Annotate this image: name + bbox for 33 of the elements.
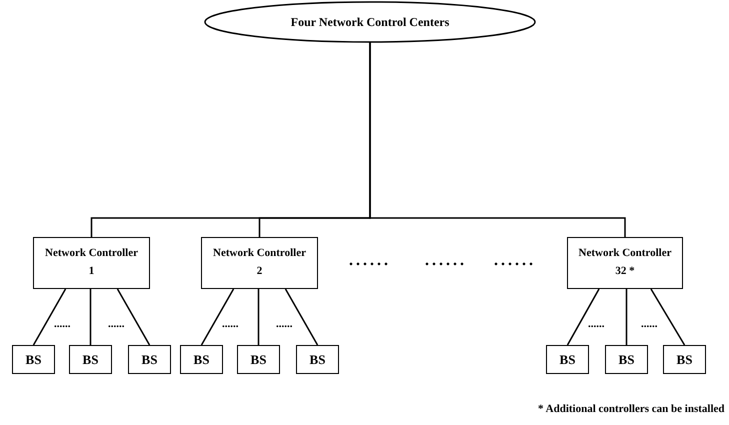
connector-line: [116, 288, 150, 346]
base-station-box: BS: [180, 345, 223, 374]
base-station-box: BS: [663, 345, 706, 374]
ellipsis-dots: ......: [108, 318, 124, 330]
connector-line: [650, 288, 686, 346]
connector-line: [200, 288, 234, 346]
connector-line: [626, 289, 628, 345]
ellipsis-dots: ......: [276, 318, 292, 330]
controller-box: Network Controller 2: [201, 237, 318, 289]
base-station-box: BS: [128, 345, 171, 374]
base-station-box: BS: [12, 345, 55, 374]
connector-line: [32, 288, 66, 346]
connector-line: [90, 289, 92, 345]
connector-line: [258, 289, 260, 345]
ellipsis-dots: ......: [588, 318, 604, 330]
controller-box: Network Controller 1: [33, 237, 150, 289]
connector-line: [284, 288, 318, 346]
ellipsis-dots: ......: [641, 318, 658, 330]
ellipsis-dots: ......: [494, 252, 536, 270]
ellipse-node: Four Network Control Centers: [205, 2, 535, 42]
ellipsis-dots: ......: [425, 252, 467, 270]
ellipsis-dots: ......: [349, 252, 391, 270]
controller-box: Network Controller 32 *: [567, 237, 683, 289]
footnote: * Additional controllers can be installed: [538, 403, 725, 415]
ellipsis-dots: ......: [222, 318, 238, 330]
base-station-box: BS: [237, 345, 280, 374]
base-station-box: BS: [605, 345, 648, 374]
connector-line: [566, 288, 600, 346]
base-station-box: BS: [546, 345, 589, 374]
connector-line: [369, 42, 626, 237]
base-station-box: BS: [296, 345, 339, 374]
base-station-box: BS: [69, 345, 112, 374]
ellipsis-dots: ......: [54, 318, 70, 330]
